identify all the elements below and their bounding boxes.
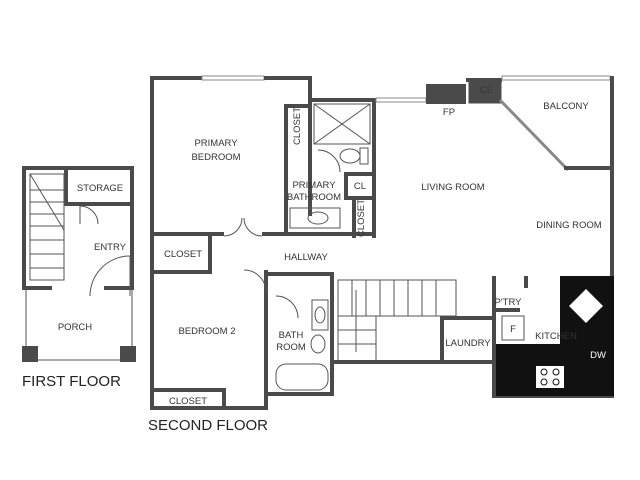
bedroom2-door bbox=[243, 269, 267, 293]
room-label-laundry: LAUNDRY bbox=[445, 338, 491, 349]
kitchen-sink bbox=[569, 289, 603, 323]
primary-bedroom-door-left bbox=[223, 217, 243, 237]
room-label-hallway: HALLWAY bbox=[284, 252, 328, 263]
room-label-dining-room: DINING ROOM bbox=[536, 220, 602, 231]
first-floor-stair bbox=[29, 173, 65, 281]
room-label-balcony: BALCONY bbox=[543, 101, 589, 112]
room-label-fp: FP bbox=[443, 107, 455, 118]
first-floor-plan: STORAGE ENTRY PORCH bbox=[22, 166, 136, 362]
sink-primary bbox=[307, 211, 329, 225]
second-floor-stair bbox=[337, 279, 457, 363]
room-label-closet-hall: CLOSET bbox=[164, 249, 202, 260]
room-label-fridge: F bbox=[510, 324, 516, 335]
room-label-cl-balcony: CL bbox=[480, 85, 492, 96]
porch-column-right bbox=[120, 346, 136, 362]
stove bbox=[536, 366, 564, 388]
primary-bath-door bbox=[317, 149, 341, 173]
primary-bedroom-door-right bbox=[243, 217, 263, 237]
entry-door bbox=[89, 255, 131, 297]
room-label-entry: ENTRY bbox=[94, 242, 127, 253]
room-label-bedroom2: BEDROOM 2 bbox=[178, 326, 235, 337]
room-label-dw: DW bbox=[590, 350, 606, 361]
room-label-closet-bath: CLOSET bbox=[356, 199, 367, 237]
room-label-kitchen: KITCHEN bbox=[535, 331, 577, 342]
room-label-bath-2: ROOM bbox=[276, 342, 306, 353]
room-label-primary-bathroom-1: PRIMARY bbox=[292, 180, 336, 191]
toilet-bath bbox=[310, 334, 326, 354]
porch-column-left bbox=[22, 346, 38, 362]
room-label-bath-1: BATH bbox=[279, 330, 304, 341]
room-label-cl-bath: CL bbox=[354, 181, 366, 192]
shower bbox=[313, 103, 371, 145]
room-label-primary-bathroom-2: BATHROOM bbox=[287, 192, 341, 203]
room-label-porch: PORCH bbox=[58, 322, 92, 333]
room-label-storage: STORAGE bbox=[77, 183, 123, 194]
sink-bath bbox=[314, 306, 326, 324]
second-floor-title: SECOND FLOOR bbox=[148, 417, 268, 434]
first-floor-title: FIRST FLOOR bbox=[22, 373, 121, 390]
room-label-closet-primary: CLOSET bbox=[292, 107, 303, 145]
room-label-primary-bedroom-1: PRIMARY bbox=[194, 138, 238, 149]
room-label-living-room: LIVING ROOM bbox=[421, 182, 484, 193]
fridge bbox=[501, 315, 525, 341]
room-label-pantry: P'TRY bbox=[495, 297, 523, 308]
storage-door bbox=[79, 205, 99, 225]
room-label-primary-bedroom-2: BEDROOM bbox=[191, 152, 240, 163]
fireplace bbox=[426, 84, 466, 104]
bathtub bbox=[275, 363, 329, 391]
second-floor-plan: PRIMARY BEDROOM CLOSET PRIMARY BATHROOM … bbox=[150, 75, 614, 410]
room-label-closet-bedroom2: CLOSET bbox=[169, 396, 207, 407]
bath-door bbox=[275, 295, 299, 319]
toilet-primary bbox=[339, 148, 361, 164]
